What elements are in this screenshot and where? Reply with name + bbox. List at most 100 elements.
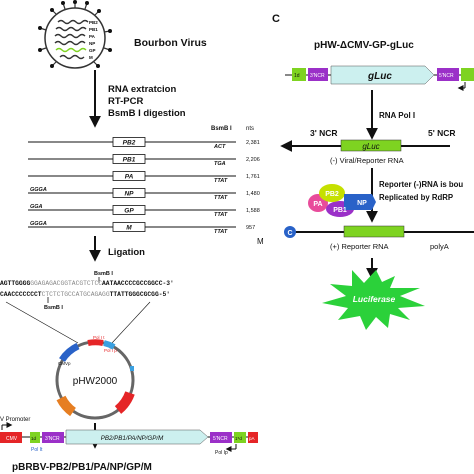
pb2-blob: [319, 184, 345, 202]
svg-text:1d: 1d: [294, 73, 300, 79]
ampr-segment: [56, 395, 77, 417]
ligation-label: Ligation: [108, 247, 145, 258]
segment-name: NP: [124, 191, 134, 198]
segment-list: PB2ACT2,381PB1TGA2,206PATTAT1,761NPGGGAT…: [28, 137, 260, 235]
svg-text:3'NCR: 3'NCR: [45, 436, 60, 442]
virus-label: Bourbon Virus: [134, 37, 207, 49]
segment-left-end: GGA: [30, 204, 43, 210]
cap-circle: [284, 226, 296, 238]
segment-left-end: GGGA: [30, 187, 47, 193]
ncr5-label: 5' NCR: [428, 128, 456, 138]
sequence-bottom: CAACCCCCCCTCTCTCTGCCATGCAGAGGTTATTGGGCGC…: [0, 291, 170, 298]
part-pa: [248, 432, 258, 443]
step-bsmb-digestion: BsmB I digestion: [108, 108, 186, 119]
gluc-label: gLuc: [362, 142, 379, 151]
part-3ncr: [308, 68, 328, 81]
svg-text:5'NCR: 5'NCR: [213, 436, 228, 442]
segment-right-end: TTAT: [214, 229, 228, 235]
svg-text:PA: PA: [313, 201, 322, 208]
segment-box: [112, 205, 146, 215]
reporter-line-2: Replicated by RdRP: [379, 193, 453, 202]
segment-name: M: [126, 225, 132, 232]
segment-left-end: GGGA: [30, 221, 47, 227]
segment-name: PA: [125, 174, 134, 181]
segment-box: [112, 137, 146, 147]
segment-box: [112, 188, 146, 198]
construct-name: pBRBV-PB2/PB1/PA/NP/GP/M: [12, 462, 152, 473]
segment-right-end: TTAT: [214, 212, 228, 218]
pos-rna-label: (+) Reporter RNA: [330, 242, 389, 251]
bsmb-seq-top: BsmB I: [94, 271, 113, 277]
segment-letter: GP: [89, 48, 96, 53]
svg-text:gLuc: gLuc: [367, 71, 392, 82]
segment-letter: M: [89, 55, 93, 60]
plasmid-label-poli: Pol I t: [93, 335, 105, 340]
part-1d: [292, 68, 306, 81]
segment-letter: PB1: [89, 27, 98, 32]
segment-letter: PA: [89, 34, 96, 39]
segment-box: [112, 154, 146, 164]
svg-text:3'NCR: 3'NCR: [310, 73, 325, 79]
part-gluc: [330, 65, 435, 85]
plasmid-marker: [130, 366, 134, 371]
right-construct-title: pHW-ΔCMV-GP-gLuc: [314, 40, 414, 51]
right-construct: 1d 3'NCR gLuc 5'NCR: [285, 65, 474, 91]
part-gene-insert: [65, 429, 209, 445]
ncr3-label: 3' NCR: [310, 128, 338, 138]
bsmb-seq-bottom: BsmB I: [44, 305, 63, 311]
sequence-top: AGTTGGGGGGAGAGACGGTACGTCTCCAATAACCCCGCCG…: [0, 280, 174, 287]
pol-it-label: Pol It: [31, 447, 43, 453]
rna-pol-label: RNA Pol I: [379, 111, 415, 120]
ori-segment: [114, 391, 135, 414]
rdrp-complex: PB2 NP PA PB1: [308, 184, 376, 217]
part-3ncr: [42, 432, 64, 443]
panel-letter-c: C: [272, 13, 280, 25]
part-5ncr: [437, 68, 459, 81]
segment-wave: [59, 54, 85, 60]
segment-box: [112, 222, 146, 232]
m-marker: M: [257, 237, 264, 246]
segment-nts: 1,480: [246, 191, 260, 197]
plasmid-phw2000: Pol I t Pol I p CMVp pHW2000: [55, 335, 135, 420]
segment-wave: [55, 26, 87, 32]
segment-nts: 1,761: [246, 174, 260, 180]
svg-text:5'NCR: 5'NCR: [439, 73, 454, 79]
svg-text:1d: 1d: [31, 436, 37, 441]
svg-text:pA: pA: [249, 436, 255, 441]
part-end: [461, 68, 474, 81]
part-1pd: [234, 432, 246, 443]
luciferase-starburst: [322, 270, 425, 330]
left-panel: PB2 PB1 PA NP GP M Bourbon Virus RNA ext…: [0, 0, 264, 473]
step-rt-pcr: RT-PCR: [108, 96, 144, 107]
svg-text:PB1: PB1: [333, 207, 347, 214]
segment-letter: NP: [89, 41, 95, 46]
segment-wave: [57, 19, 89, 25]
neg-rna-label: (-) Viral/Reporter RNA: [330, 156, 404, 165]
cmv-promoter-segment: [59, 342, 80, 363]
segment-right-end: TGA: [214, 161, 226, 167]
reporter-line-1: Reporter (-)RNA is bou: [379, 180, 463, 189]
right-panel: C pHW-ΔCMV-GP-gLuc 1d 3'NCR gLuc 5'NCR R…: [272, 13, 474, 330]
segment-wave: [54, 40, 86, 46]
segment-right-end: ACT: [213, 144, 226, 150]
virus-particle: PB2 PB1 PA NP GP M: [38, 0, 112, 69]
segment-right-end: TTAT: [214, 195, 228, 201]
gluc-box: [340, 139, 402, 152]
polya-label: polyA: [430, 242, 449, 251]
left-construct: CMV 1d 3'NCR PB2/PB1/PA/NP/GP/M 5'NCR 1⁵…: [0, 429, 258, 456]
segment-right-end: TTAT: [214, 178, 228, 184]
svg-text:CMV: CMV: [6, 436, 18, 442]
svg-text:PB2/PB1/PA/NP/GP/M: PB2/PB1/PA/NP/GP/M: [101, 435, 164, 442]
step-rna-extraction: RNA extratcion: [108, 84, 176, 95]
segment-name: PB1: [123, 157, 136, 164]
nts-header: nts: [246, 126, 254, 132]
gluc-box-pos: [343, 225, 405, 238]
plasmid-label-cmvp: CMVp: [58, 361, 71, 366]
luciferase-label: Luciferase: [353, 294, 396, 304]
svg-text:NP: NP: [357, 200, 367, 207]
plasmid-label-polip: Pol I p: [104, 348, 117, 353]
segment-nts: 2,381: [246, 140, 260, 146]
pol1-segment: [87, 339, 104, 346]
part-1d: [30, 432, 40, 443]
